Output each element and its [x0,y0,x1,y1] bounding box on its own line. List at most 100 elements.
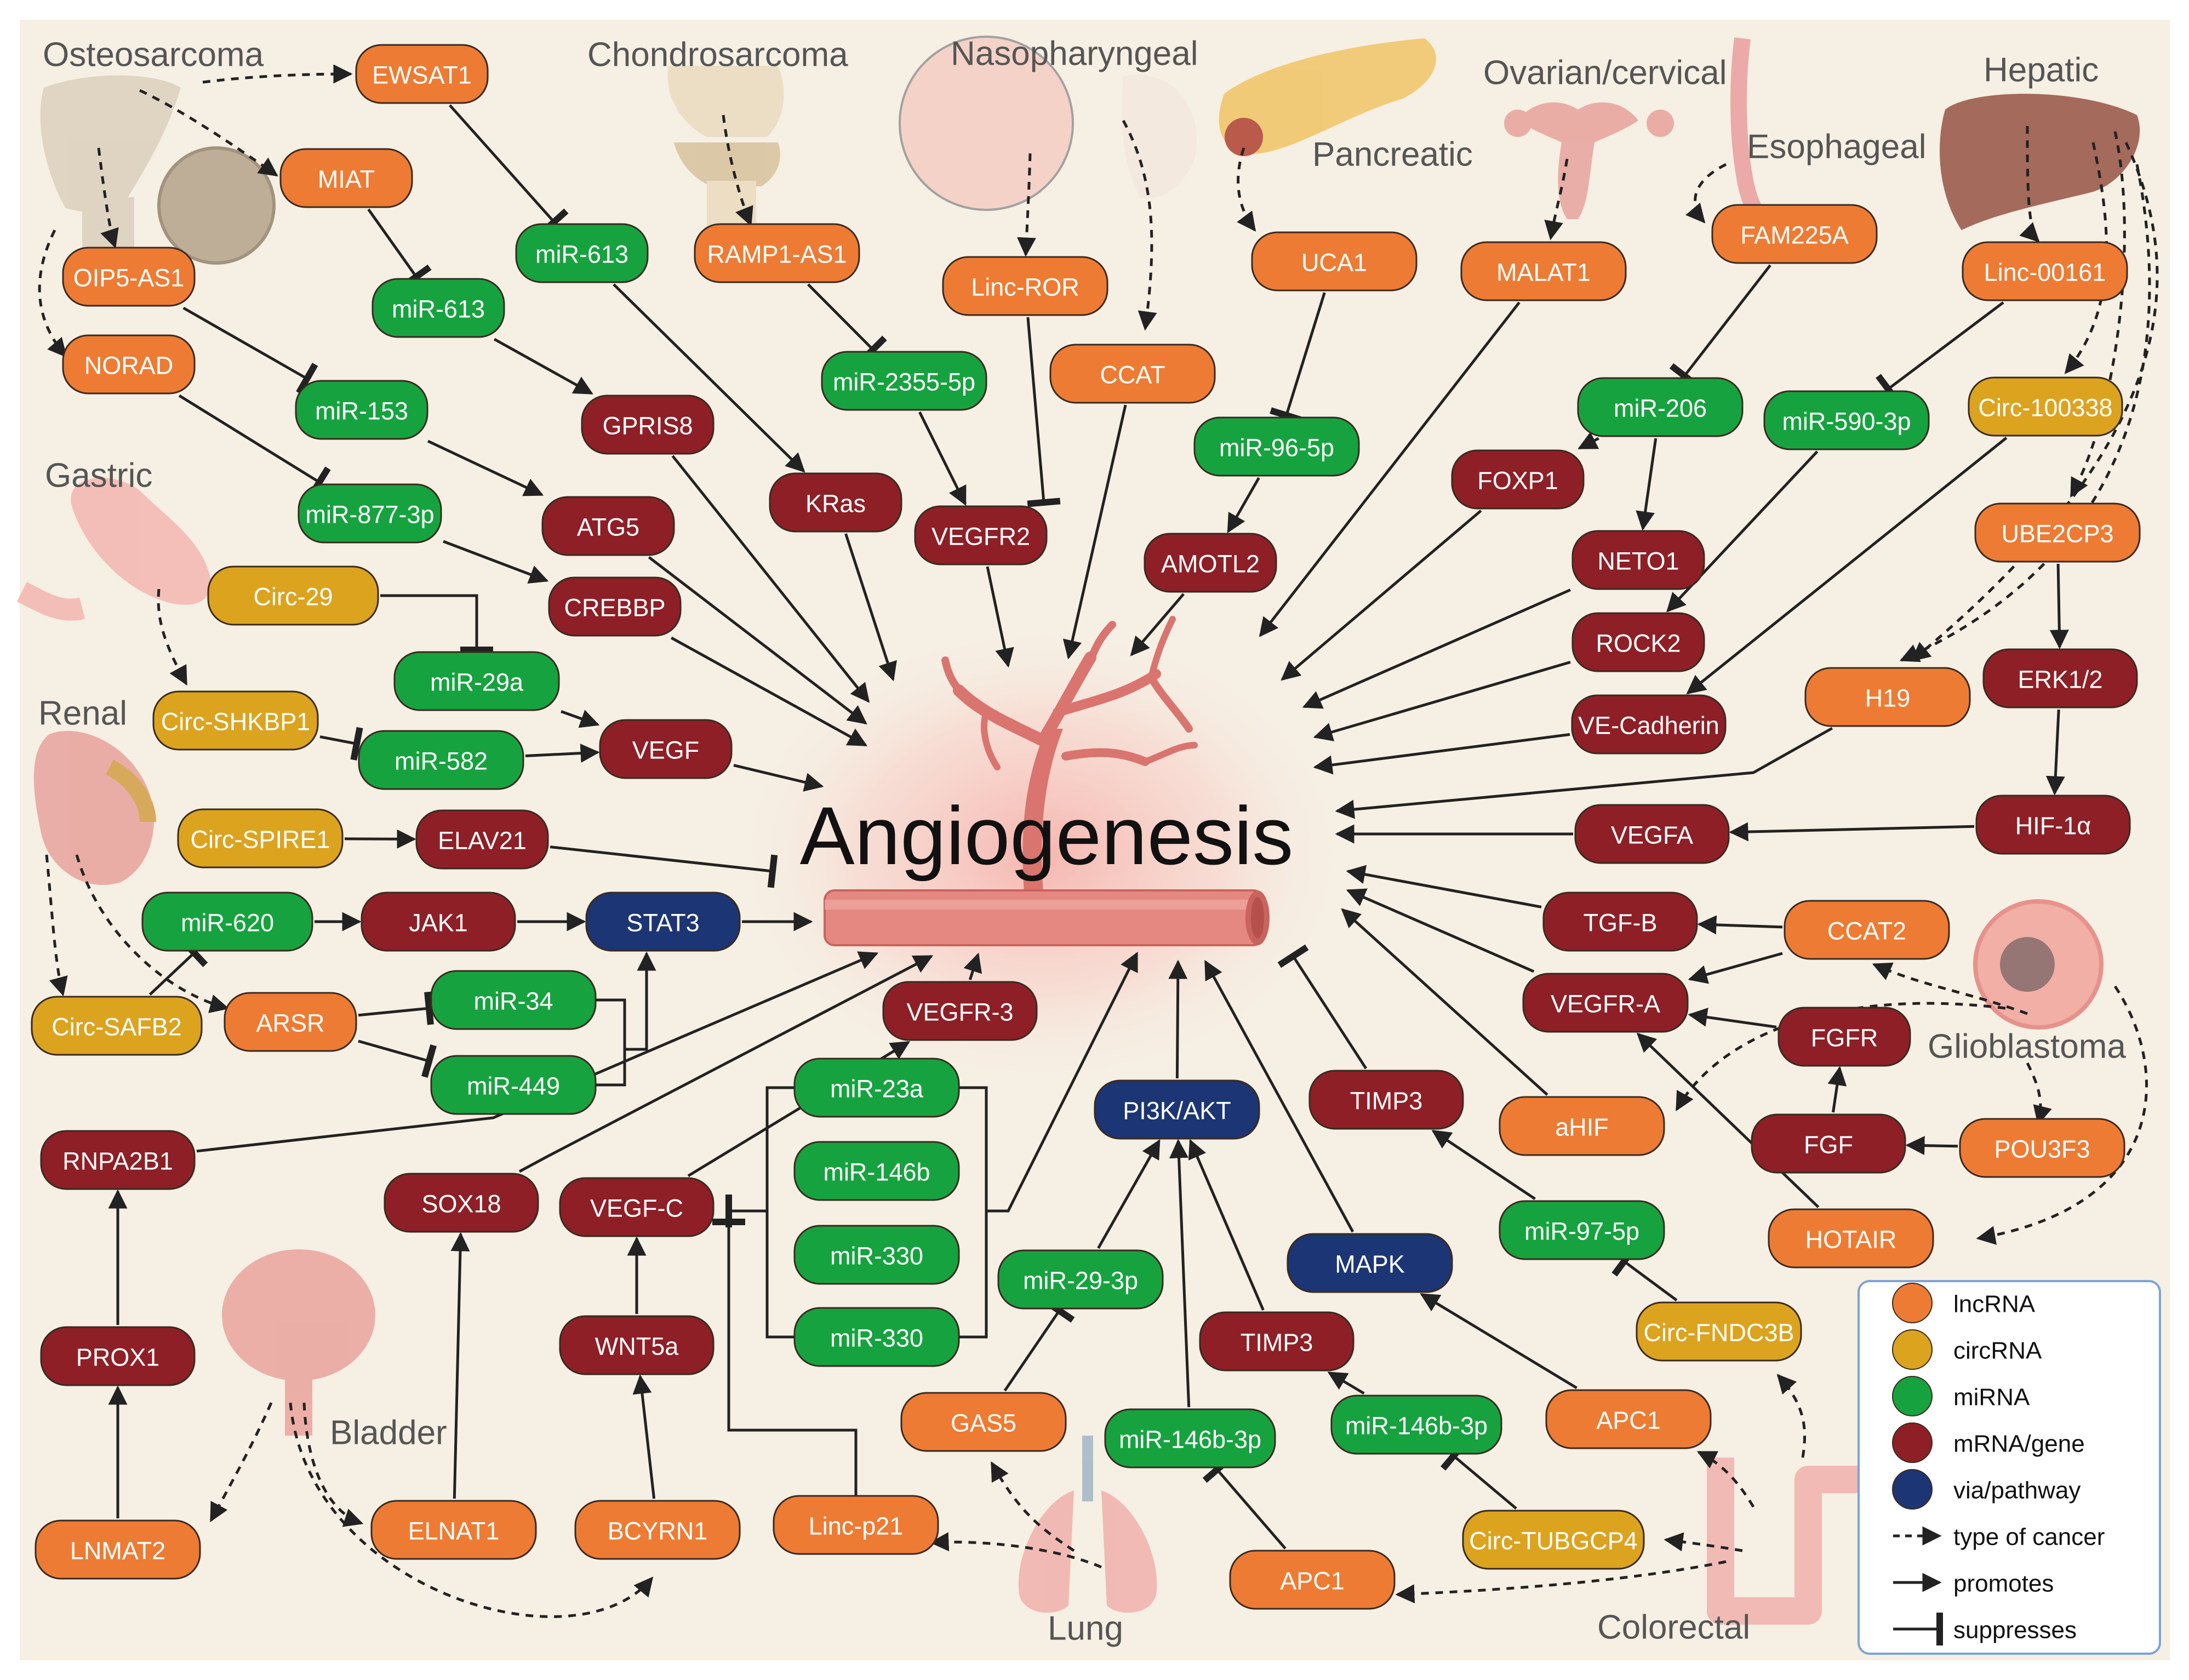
node-fgf: FGF [1751,1113,1906,1174]
node-label: FGFR [1811,1024,1878,1052]
edge-circshkbp1-mir582 [319,727,363,761]
node-label: miR-2355-5p [833,368,975,396]
node-pill [793,1058,960,1118]
region-label-glioblastoma: Glioblastoma [1928,1028,2126,1066]
node-circ-safb2: Circ-SAFB2 [31,996,203,1056]
node-label: FOXP1 [1477,467,1558,495]
legend-label: mRNA/gene [1953,1431,2085,1458]
node-pill [1287,1233,1453,1293]
legend-label: suppresses [1953,1617,2077,1644]
node-pill [1542,892,1698,952]
node-pill [62,247,196,307]
node-label: miR-449 [467,1072,560,1100]
edge-hotair-vegfra [1636,1032,1820,1208]
edge-vegfra-center [1346,888,1535,973]
node-pill [1229,1550,1396,1610]
node-pill [224,992,357,1052]
node-label: miR-590-3p [1782,408,1911,436]
node-pill [1104,1408,1276,1468]
node-label: BCYRN1 [608,1517,708,1545]
node-label: miR-97-5p [1524,1218,1639,1245]
node-label: MAPK [1335,1250,1405,1278]
region-label-esophageal: Esophageal [1747,128,1927,166]
node-label: miR-613 [392,295,485,323]
node-pill [914,505,1048,565]
node-pill [295,380,428,440]
node-vegfr2: VEGFR2 [914,505,1048,565]
blood-vessel-illustration [824,616,1270,946]
node-pill [141,892,313,952]
center-label: Angiogenesis [800,790,1294,882]
edge-elnat1-sox18 [450,1232,470,1499]
node-pill [1636,1301,1802,1362]
node-pill [1778,1007,1911,1067]
node-apc1: APC1 [1229,1550,1396,1610]
node-circ-fndc3b: Circ-FNDC3B [1636,1301,1802,1362]
node-label: TIMP3 [1350,1087,1423,1115]
node-fam225a: FAM225A [1711,204,1878,264]
region-label-nasopharyngeal: Nasopharyngeal [951,35,1198,73]
edge-ewsat1-mir613a [449,104,569,236]
node-label: miR-29-3p [1023,1267,1138,1295]
node-ccat2: CCAT2 [1784,900,1950,960]
edge-ccat2-tgfb [1697,915,1783,935]
node-elnat1: ELNAT1 [370,1500,537,1560]
node-label: NETO1 [1597,547,1679,575]
node-hotair: HOTAIR [1768,1208,1934,1268]
region-label-colorectal: Colorectal [1597,1609,1750,1647]
edge-vecad-center [1313,733,1570,775]
node-atg5: ATG5 [541,496,675,556]
cancer-type-link-3 [97,147,119,249]
node-label: Circ-29 [253,583,333,611]
node-label: Circ-100338 [1978,394,2112,422]
edge-tgfb-center [1346,865,1542,908]
node-label: OIP5-AS1 [73,264,185,292]
node-pill [1982,648,2138,708]
node-crebbp: CREBBP [548,576,682,637]
node-pill [882,981,1038,1041]
node-pill [152,690,319,751]
edge-fam225a-mir206 [1669,264,1771,389]
node-label: APC1 [1280,1567,1345,1595]
stomach-illustration [17,478,211,621]
node-ahif: aHIF [1499,1096,1665,1156]
node-vegf: VEGF [599,719,733,779]
node-mir-146b: miR-146b [793,1141,960,1201]
bladder-illustration [222,1249,375,1436]
node-pill [31,996,203,1056]
node-pill [900,1392,1067,1452]
legend-item-suppresses: suppresses [1893,1613,2077,1645]
node-label: PI3K/AKT [1123,1097,1231,1125]
node-pill [1571,612,1705,672]
edge-elav21-center [550,845,778,888]
node-mir-97-5p: miR-97-5p [1499,1200,1665,1260]
node-neto1: NETO1 [1571,530,1705,590]
edge-mir449-stat3 [596,1049,626,1087]
edge-atg5-center [648,556,867,725]
node-label: RNPA2B1 [62,1147,173,1175]
node-ube2cp3: UBE2CP3 [1974,502,2141,563]
edge-amotl2-center [1130,593,1185,656]
node-linc-00161: Linc-00161 [1962,241,2128,301]
node-pill [370,1500,537,1560]
node-timp3: TIMP3 [1199,1311,1354,1372]
node-label: Linc-ROR [971,273,1079,301]
node-mir-877-3p: miR-877-3p [298,483,442,544]
region-label-hepatic: Hepatic [1984,52,2099,89]
node-pill [361,892,516,952]
edge-timp3b-pi3k [1188,1139,1265,1311]
node-mir-34: miR-34 [430,970,597,1030]
region-label-lung: Lung [1048,1610,1123,1648]
region-label-gastric: Gastric [45,457,152,495]
node-label: UCA1 [1301,249,1367,277]
node-label: Linc-00161 [1984,259,2106,287]
node-label: VEGFR-3 [906,998,1013,1026]
region-label-renal: Renal [38,695,127,733]
node-label: Circ-TUBGCP4 [1469,1527,1638,1555]
node-pill [1571,530,1705,590]
node-pill [1451,449,1585,510]
node-label: miR-206 [1614,395,1707,422]
node-apc1: APC1 [1545,1389,1712,1449]
cancer-type-link-2 [139,89,278,177]
